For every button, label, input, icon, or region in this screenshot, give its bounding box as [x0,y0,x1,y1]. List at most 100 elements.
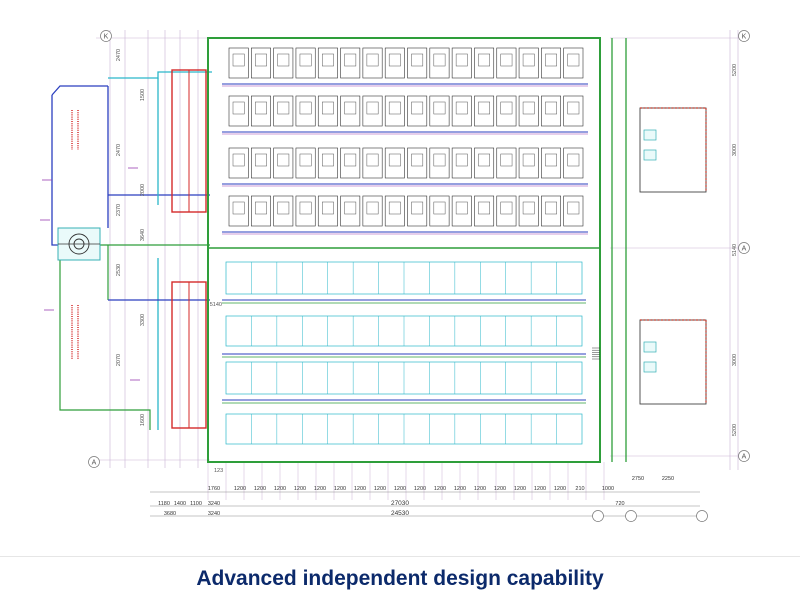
left-dim-label: 1600 [140,414,146,426]
caption-title: Advanced independent design capability [196,567,604,590]
cage-inner [567,201,580,215]
bottom-dim-cell: 1200 [474,486,486,492]
cage-inner [322,101,334,115]
right-dim-label: 5200 [732,424,738,436]
cage-unit [407,47,428,79]
cage-inner [344,201,357,215]
cage-inner [455,53,468,67]
cage-inner [322,53,334,67]
cage-unit [384,95,405,127]
left-dim-label: 2370 [116,204,122,216]
cage-inner [299,153,312,167]
cage-inner [232,153,245,167]
cage-inner [478,153,490,167]
cage-inner [366,201,379,215]
building-outline [207,37,601,463]
cage-unit [474,47,495,79]
cage-unit [518,95,539,127]
cage-unit [563,195,584,227]
cage-unit [295,95,316,127]
axis-k-right: K [742,34,747,41]
right-room-lower-fixture [643,361,657,373]
cage-inner [277,53,290,67]
bottom-dim-left: 1100 [190,501,202,507]
cyan-pipe [108,71,212,79]
cage-unit [228,47,249,79]
cage-inner [366,53,379,67]
bottom-dim-right2: 720 [615,501,624,507]
cage-unit [496,47,517,79]
cage-inner [255,201,267,215]
cage-inner [500,101,513,115]
left-dim-label: 2470 [116,49,122,61]
cage-unit [407,95,428,127]
cage-inner [455,153,468,167]
cage-inner [366,101,379,115]
cage-inner [433,53,446,67]
cage-unit [273,95,294,127]
bottom-dim-right: 1000 [602,486,614,492]
bottom-dim-cell: 1200 [454,486,466,492]
cage-unit [563,47,584,79]
bottom-dim-total: 27030 [391,500,409,507]
cage-inner [478,53,490,67]
cage-unit [407,195,428,227]
cage-unit [384,195,405,227]
cage-inner [567,101,580,115]
cage-inner [411,153,424,167]
left-dim-label: 3300 [140,314,146,326]
cage-unit [496,147,517,179]
cage-unit [362,47,383,79]
cage-inner [455,101,468,115]
cage-inner [522,201,535,215]
cage-unit [251,147,271,179]
cage-inner [388,153,401,167]
axis-a-left-circle [88,456,100,468]
cage-inner [411,201,424,215]
bottom-dim-left2: 3680 [164,511,176,517]
cage-inner [411,53,424,67]
cage-inner [255,53,267,67]
cage-unit [541,195,561,227]
bottom-dim-cell: 1200 [274,486,286,492]
axis-a2-right: A [742,454,747,461]
cage-inner [433,101,446,115]
bottom-dim-first: 1760 [208,486,220,492]
cage-unit [228,147,249,179]
bottom-dim-cell: 1200 [494,486,506,492]
cage-unit [340,147,361,179]
axis-bottom-b-circle [625,510,637,522]
bottom-dim-cell: 1200 [334,486,346,492]
right-room-upper-fixture [643,129,657,141]
cage-inner [366,153,379,167]
cage-inner [455,201,468,215]
plan-node-label: 123 [214,468,223,474]
axis-k-left: K [104,34,109,41]
cage-unit [273,195,294,227]
bottom-dim-left: 1400 [174,501,186,507]
cage-unit [541,47,561,79]
axis-k-left-circle [100,30,112,42]
bottom-dim-cell: 1200 [374,486,386,492]
bottom-dim-cell: 1200 [234,486,246,492]
bottom-dim-right: 2750 [632,476,644,482]
bottom-dim-cell: 1200 [434,486,446,492]
cage-inner [299,101,312,115]
cage-unit [317,147,338,179]
cage-inner [255,153,267,167]
cage-inner [388,201,401,215]
blue-pipe [51,85,108,96]
cage-unit [340,47,361,79]
cage-unit [407,147,428,179]
bottom-dim-cell: 1200 [254,486,266,492]
cage-unit [362,95,383,127]
bottom-dim-cell: 1200 [414,486,426,492]
bottom-dim-cell: 1200 [534,486,546,492]
cage-unit [496,195,517,227]
cage-inner [500,53,513,67]
cage-inner [545,201,557,215]
cage-unit [451,47,472,79]
left-dim-label: 2530 [116,264,122,276]
cage-inner [388,101,401,115]
left-dim-label: 2000 [140,184,146,196]
